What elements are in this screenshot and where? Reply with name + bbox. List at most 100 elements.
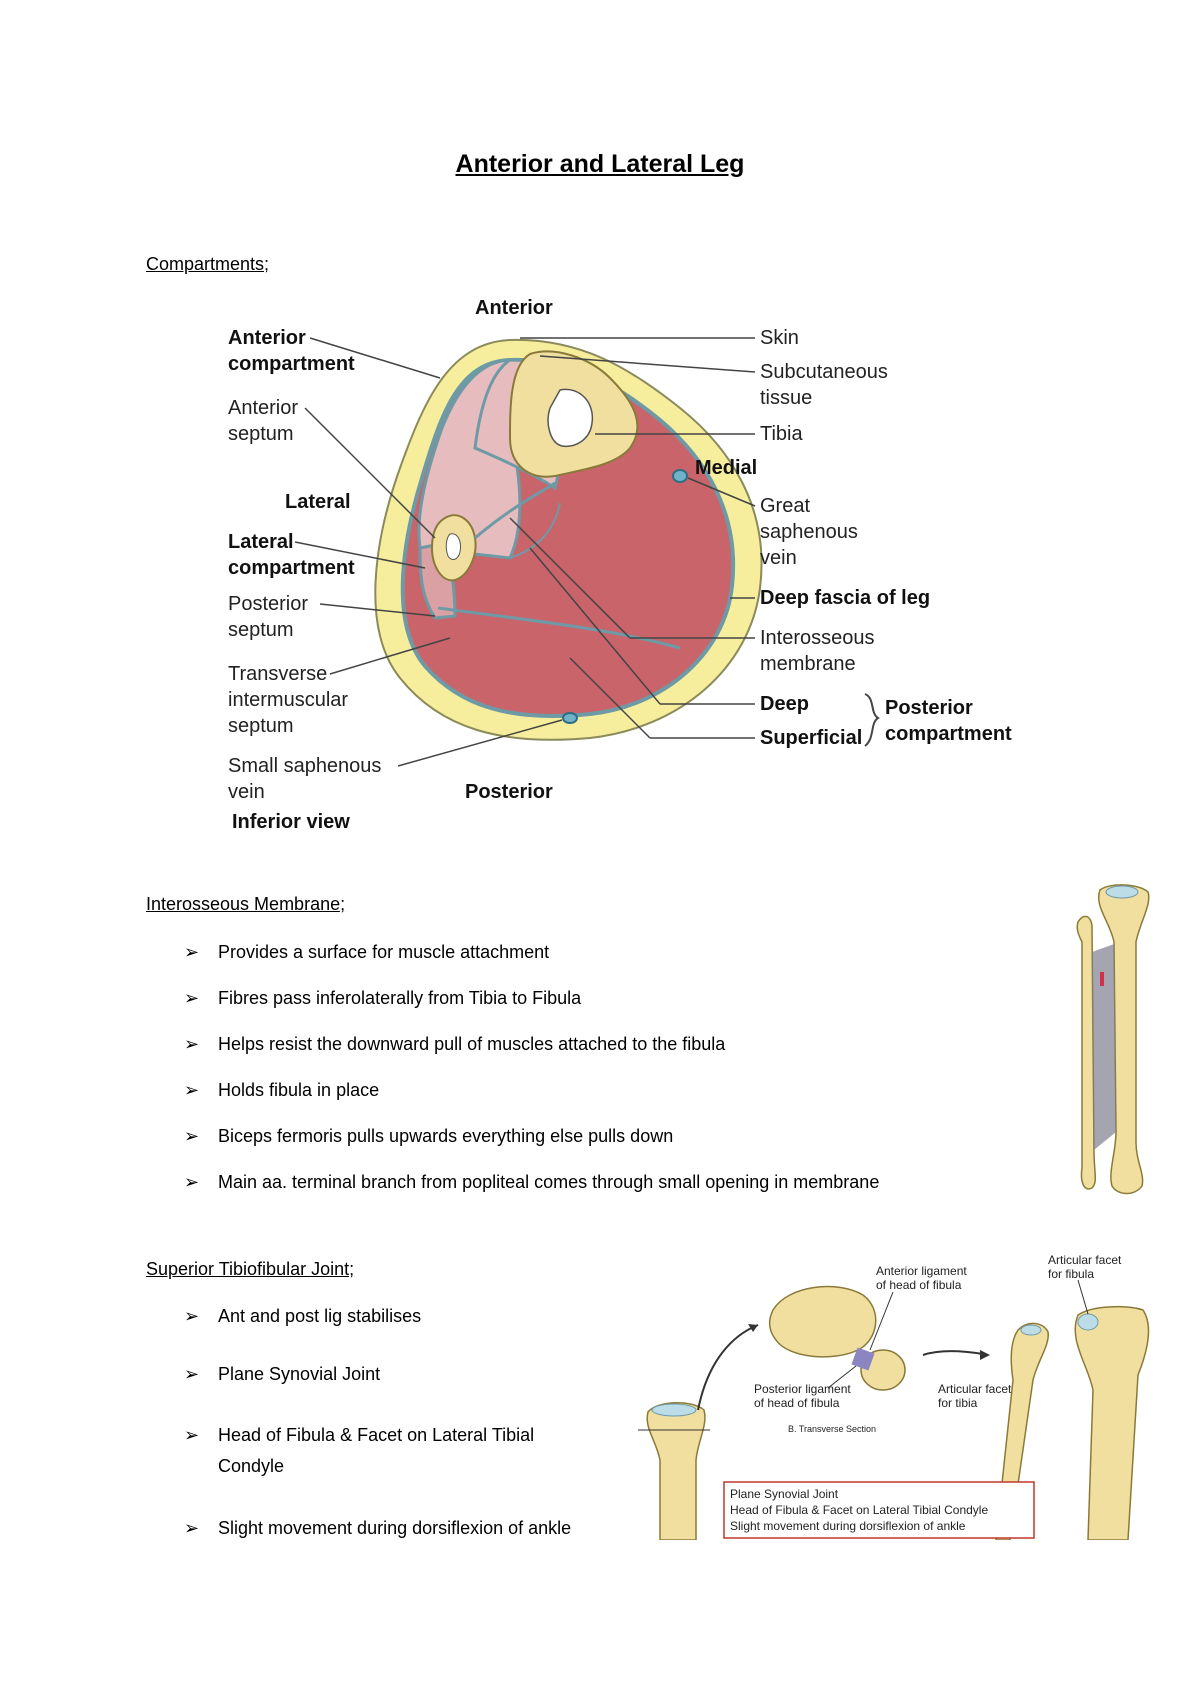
leader-line [309,337,441,379]
label-great-saphenous-vein: Great [760,495,810,517]
tibia-large-shape [1074,1305,1150,1540]
label-subcutaneous-tissue: Subcutaneous [760,361,888,383]
summary-line-1: Plane Synovial Joint [730,1487,839,1501]
list-item: ➢ Biceps fermoris pulls upwards everythin… [146,1124,1046,1148]
fibula-facet-shape [1020,1324,1042,1336]
list-item: ➢Fibres pass inferolaterally from Tibia … [146,986,1046,1010]
label-articular-facet-fibula-2: for fibula [1048,1267,1094,1281]
leader-line [304,407,436,539]
list-item: ➢ Main aa. terminal branch from popliteal… [146,1170,1046,1194]
anterior-tibial-artery-shape [1100,972,1104,986]
leader-line [329,637,451,675]
tibia-marrow [547,388,594,448]
tibia-small-shape [646,1402,706,1540]
page-title: Anterior and Lateral Leg [455,150,745,178]
fibula-marrow [445,533,461,560]
list-item: ➢ Helps resist the downward pull of muscl… [146,1032,1046,1056]
label-posterior-compartment: Posterior [885,697,973,719]
great-saphenous-vein-shape [672,469,688,483]
arrow-bullet-icon: ➢ [184,1364,200,1384]
right-arrow-icon [922,1350,984,1356]
list-item-text: Biceps fermoris pulls upwards everything… [218,1126,674,1146]
superior-joint-list: ➢ Ant and post lig stabilises ➢ Plane Syno… [146,1304,666,1540]
leader-line [1077,1279,1089,1315]
label-anterior-ligament: Anterior ligament [876,1264,967,1278]
interosseous-heading: Interosseous Membrane; [146,894,346,914]
label-section-caption: B. Transverse Section [788,1424,876,1434]
leader-line [827,1365,857,1389]
transverse-septum-line [437,606,681,650]
label-posterior-septum-2: septum [228,619,294,641]
leader-line [397,719,563,767]
label-great-saphenous-vein-2: saphenous [760,521,858,543]
arrow-bullet-icon: ➢ [184,1126,200,1146]
leader-line [319,603,436,617]
list-item: ➢ Holds fibula in place [146,1078,1046,1102]
list-item-text: Fibres pass inferolaterally from Tibia t… [218,988,582,1008]
tibia-bone-shape [1097,884,1150,1195]
label-deep-fascia: Deep fascia of leg [760,587,930,609]
list-item-text: Main aa. terminal branch from popliteal … [218,1172,880,1192]
label-deep: Deep [760,693,809,715]
compartments-heading: Compartments; [146,254,270,274]
inferior-view-label: Inferior view [232,811,350,833]
summary-line-2: Head of Fibula & Facet on Lateral Tibial… [730,1503,988,1517]
label-subcutaneous-tissue-2: tissue [760,387,812,409]
small-saphenous-vein-shape [562,712,578,724]
label-transverse-septum-2: intermuscular [228,689,348,711]
label-articular-facet-tibia: Articular facet [938,1382,1012,1396]
label-articular-facet-tibia-2: for tibia [938,1396,978,1410]
summary-box [723,1481,1035,1539]
label-small-saphenous-vein: Small saphenous [228,755,381,777]
orientation-lateral: Lateral [285,491,351,513]
label-small-saphenous-vein-2: vein [228,781,265,803]
label-interosseous-membrane-2: membrane [760,653,856,675]
leader-line [294,541,426,569]
summary-line-3: Slight movement during dorsiflexion of a… [730,1519,966,1533]
label-posterior-compartment-2: compartment [885,723,1012,745]
arrow-bullet-icon: ➢ [184,1425,200,1445]
leader-line [539,355,756,373]
label-anterior-septum: Anterior [228,397,298,419]
deep-septum-line [509,502,561,559]
arrow-bullet-icon: ➢ [184,1034,200,1054]
brace-icon [864,693,880,747]
arrow-bullet-icon: ➢ [184,1306,200,1326]
label-anterior-compartment: Anterior [228,327,306,349]
list-item-text: Ant and post lig stabilises [218,1306,422,1326]
list-item: ➢ Plane Synovial Joint [146,1362,666,1386]
arrow-bullet-icon: ➢ [184,1080,200,1100]
interosseous-list: ➢Provides a surface for muscle attachmen… [146,940,1046,1194]
label-skin: Skin [760,327,799,349]
list-item-text: Holds fibula in place [218,1080,380,1100]
superior-joint-figure: Anterior ligament of head of fibula Post… [638,1253,1150,1540]
list-item: ➢Slight movement during dorsiflexion of … [146,1516,666,1540]
label-transverse-septum: Transverse [228,663,327,685]
leader-line [529,547,661,705]
orientation-medial: Medial [695,457,757,479]
label-tibia: Tibia [760,423,803,445]
arrow-bullet-icon: ➢ [184,942,200,962]
leader-line [687,477,756,507]
fibula-bone-shape [1076,915,1097,1190]
arrow-head-icon [748,1324,758,1332]
list-item-text: Head of Fibula & Facet on Lateral Tibial… [218,1425,535,1476]
label-superficial: Superficial [760,727,862,749]
arrow-head-icon [980,1350,990,1360]
list-item-text: Slight movement during dorsiflexion of a… [218,1518,572,1538]
tibia-small-condyle [651,1403,697,1417]
superior-joint-heading: Superior Tibiofibular Joint; [146,1259,355,1279]
arrow-bullet-icon: ➢ [184,1172,200,1192]
label-anterior-ligament-2: of head of fibula [876,1278,962,1292]
label-posterior-ligament-2: of head of fibula [754,1396,840,1410]
label-posterior-ligament: Posterior ligament [754,1382,851,1396]
transverse-section-tibia [768,1285,877,1358]
tibia-fibula-illustration [1076,884,1150,1195]
list-item-text: Helps resist the downward pull of muscle… [218,1034,726,1054]
label-transverse-septum-3: septum [228,715,294,737]
list-item-text: Plane Synovial Joint [218,1364,381,1384]
leader-line [509,517,631,639]
label-articular-facet-fibula: Articular facet [1048,1253,1122,1267]
list-item: ➢ Head of Fibula & Facet on Lateral Tibia… [146,1420,548,1482]
label-posterior-septum: Posterior [228,593,308,615]
